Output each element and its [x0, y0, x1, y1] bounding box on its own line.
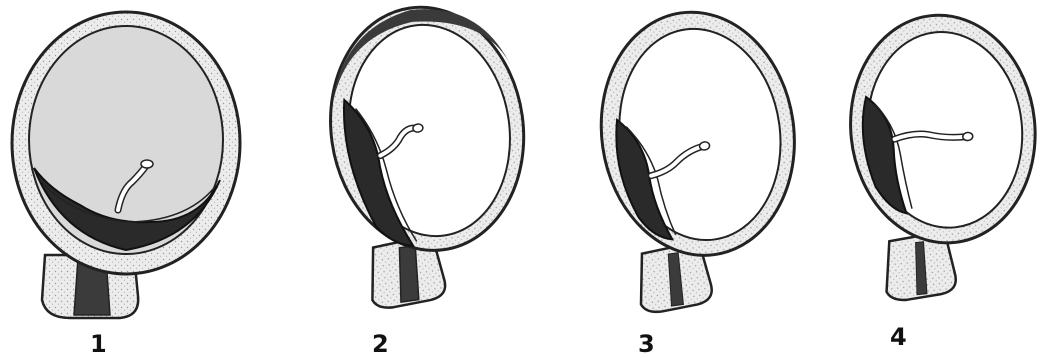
panel-2: [315, 0, 546, 312]
panel-1: 1: [12, 12, 240, 358]
panel-3-label: 3: [638, 330, 655, 358]
panel-4: [839, 6, 1047, 304]
panel-1-label: 1: [90, 330, 107, 358]
uterine-cavity: [29, 26, 223, 254]
panel-4-label: 4: [890, 323, 907, 351]
panel-3: [586, 0, 817, 316]
panel-2-label: 2: [372, 330, 389, 358]
